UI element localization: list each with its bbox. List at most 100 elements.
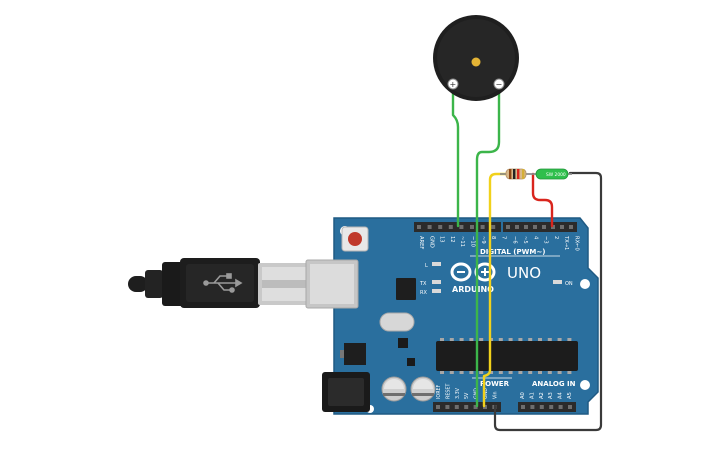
chip-pin xyxy=(557,371,562,374)
header-pin[interactable] xyxy=(459,225,464,229)
header-pin[interactable] xyxy=(470,225,474,229)
header-pin[interactable] xyxy=(491,225,496,229)
usb-chip xyxy=(396,278,416,300)
digital-pin-label: ~10 xyxy=(470,236,476,247)
analog-pin-label: A0 xyxy=(520,392,526,399)
power-pin-label: RESET xyxy=(445,384,451,399)
header-pin[interactable] xyxy=(521,405,525,409)
analog-pin-label: A5 xyxy=(567,392,573,399)
digital-pin-label: RX←0 xyxy=(574,236,580,251)
header-pin[interactable] xyxy=(436,405,440,409)
chip-pin xyxy=(469,371,474,374)
power-pin-label: 5V xyxy=(464,392,470,399)
usb-icon xyxy=(203,273,243,293)
header-pin[interactable] xyxy=(558,405,563,409)
header-pin[interactable] xyxy=(569,225,573,229)
chip-pin xyxy=(459,338,464,341)
chip-pin xyxy=(557,338,562,341)
crystal xyxy=(379,312,415,332)
digital-pin-label: ~5 xyxy=(522,236,528,244)
analog-pin-label: A4 xyxy=(558,391,564,399)
buzzer-plus-terminal xyxy=(447,78,459,90)
header-pin[interactable] xyxy=(551,225,555,229)
usb-cable xyxy=(128,258,310,308)
chip-pin xyxy=(547,338,552,341)
header-pin[interactable] xyxy=(454,405,459,409)
wire-green-gnd xyxy=(475,89,501,408)
power-pin-label: GND xyxy=(483,388,489,399)
digital-pin-label: 4 xyxy=(532,236,538,240)
power-pin-label: 3.3V xyxy=(455,387,461,399)
digital-pin-label: AREF xyxy=(418,236,424,249)
piezo-buzzer: + − xyxy=(433,15,519,101)
led-label-on: ON xyxy=(565,281,573,287)
voltage-regulator xyxy=(344,343,366,365)
digital-pin-label: 7 xyxy=(500,236,506,239)
chip-pin xyxy=(547,371,552,374)
chip-pin xyxy=(528,338,533,341)
capacitor xyxy=(410,376,436,402)
chip-pin xyxy=(538,338,542,341)
led-tx xyxy=(432,280,441,284)
resistor xyxy=(500,168,532,180)
header-pin[interactable] xyxy=(560,225,564,229)
header-pin[interactable] xyxy=(445,405,450,409)
digital-pin-label: GND xyxy=(428,236,434,248)
wire-yellow xyxy=(482,172,508,408)
chip-pin xyxy=(508,371,513,374)
header-pin[interactable] xyxy=(417,225,421,229)
analog-pin-label: A3 xyxy=(548,392,554,399)
wires xyxy=(451,87,603,432)
header-pin[interactable] xyxy=(542,225,546,229)
digital-pin-label: ~3 xyxy=(543,236,549,244)
header-pin[interactable] xyxy=(427,225,432,229)
header-pin[interactable] xyxy=(549,405,554,409)
header-pin[interactable] xyxy=(524,225,528,229)
chip-pin xyxy=(498,371,503,374)
digital-pin-label: ~11 xyxy=(459,236,465,247)
header-pin[interactable] xyxy=(539,405,544,409)
buzzer-center xyxy=(471,57,481,67)
chip-pin xyxy=(518,371,523,374)
led-label-tx: TX xyxy=(419,281,427,287)
digital-pin-label: ~9 xyxy=(480,236,486,244)
power-pin-label: Vin xyxy=(492,391,498,399)
header-pin[interactable] xyxy=(533,225,537,229)
wire-black xyxy=(493,171,603,432)
analog-header-label: ANALOG IN xyxy=(532,380,576,388)
header-pin[interactable] xyxy=(448,225,453,229)
header-pin[interactable] xyxy=(464,405,469,409)
power-header-label: POWER xyxy=(480,380,510,388)
wire-green-pin12 xyxy=(451,87,460,228)
analog-header xyxy=(518,402,576,412)
buzzer-minus-terminal xyxy=(493,78,505,90)
digital-pin-label: 2 xyxy=(553,236,559,239)
chip-pin xyxy=(538,371,542,374)
chip-pin xyxy=(567,338,572,341)
chip-pin xyxy=(449,371,454,374)
header-pin[interactable] xyxy=(568,405,572,409)
capacitor xyxy=(381,376,407,402)
header-pin[interactable] xyxy=(473,405,478,409)
chip-pin xyxy=(498,338,503,341)
chip-pin xyxy=(489,371,493,374)
led-l xyxy=(432,262,441,266)
led-on xyxy=(553,280,562,284)
chip-pin xyxy=(508,338,513,341)
led-label-l: L xyxy=(425,263,428,269)
header-pin[interactable] xyxy=(506,225,510,229)
header-pin[interactable] xyxy=(515,225,519,229)
switch-label: SW 2000 xyxy=(546,172,566,178)
header-pin[interactable] xyxy=(483,405,487,409)
chip-pin xyxy=(459,371,464,374)
brand-label: ARDUINO xyxy=(452,285,494,294)
analog-pin-label: A2 xyxy=(539,392,545,399)
led-label-rx: RX xyxy=(420,290,427,296)
header-pin[interactable] xyxy=(530,405,535,409)
digital-header-2 xyxy=(503,222,577,232)
chip-pin xyxy=(479,338,484,341)
analog-pin-label: A1 xyxy=(529,392,535,399)
header-pin[interactable] xyxy=(438,225,443,229)
header-pin[interactable] xyxy=(480,225,485,229)
